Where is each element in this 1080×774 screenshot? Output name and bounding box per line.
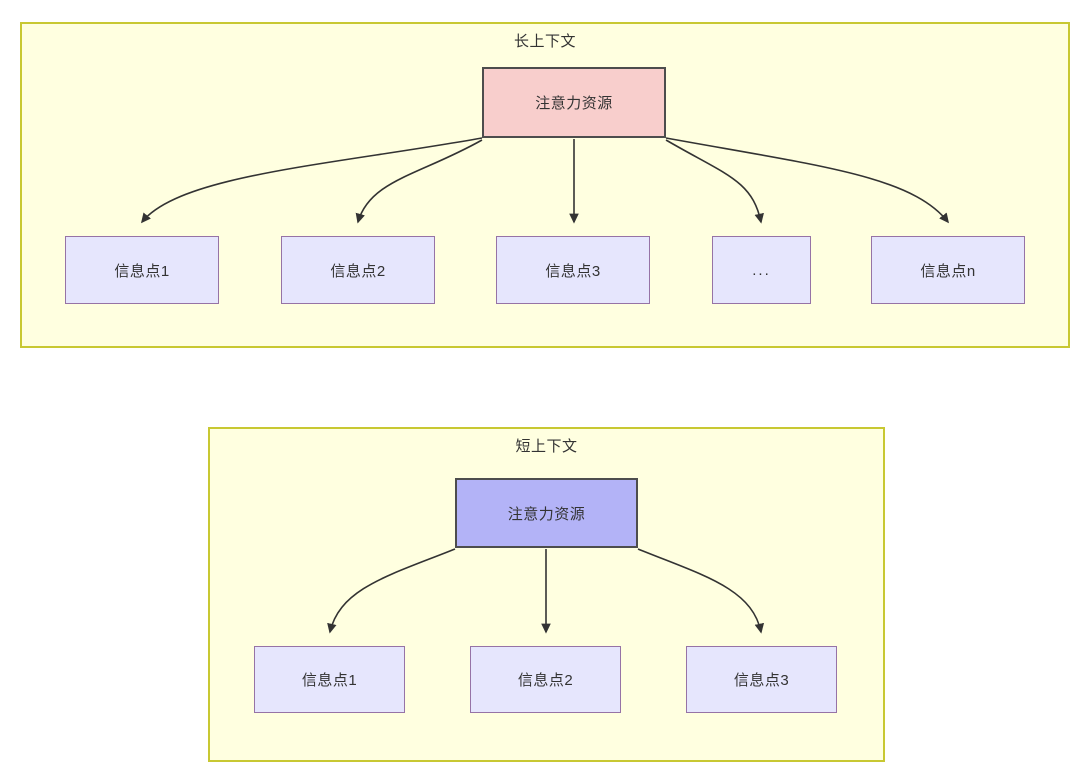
node-info-point-long-1[interactable]: 信息点1 (65, 236, 219, 304)
node-info-point-short-2[interactable]: 信息点2 (470, 646, 621, 713)
node-attention-resource-short[interactable]: 注意力资源 (455, 478, 638, 548)
edge-short-to-3 (637, 548, 765, 634)
edge-long-to-2 (355, 139, 483, 224)
edge-long-to-5 (665, 137, 949, 224)
edge-short-to-1 (327, 548, 456, 634)
group-short-context-title: 短上下文 (515, 438, 578, 455)
group-long-context-title: 长上下文 (513, 33, 576, 50)
node-info-point-long-3[interactable]: 信息点3 (496, 236, 650, 304)
edge-long-to-4 (665, 139, 764, 224)
node-info-point-long-n[interactable]: 信息点n (871, 236, 1025, 304)
node-info-point-long-ellipsis[interactable]: ... (712, 236, 811, 304)
node-attention-resource-long[interactable]: 注意力资源 (482, 67, 666, 138)
node-info-point-short-1[interactable]: 信息点1 (254, 646, 405, 713)
edge-long-to-1 (140, 137, 483, 224)
node-info-point-long-2[interactable]: 信息点2 (281, 236, 435, 304)
node-info-point-short-3[interactable]: 信息点3 (686, 646, 837, 713)
